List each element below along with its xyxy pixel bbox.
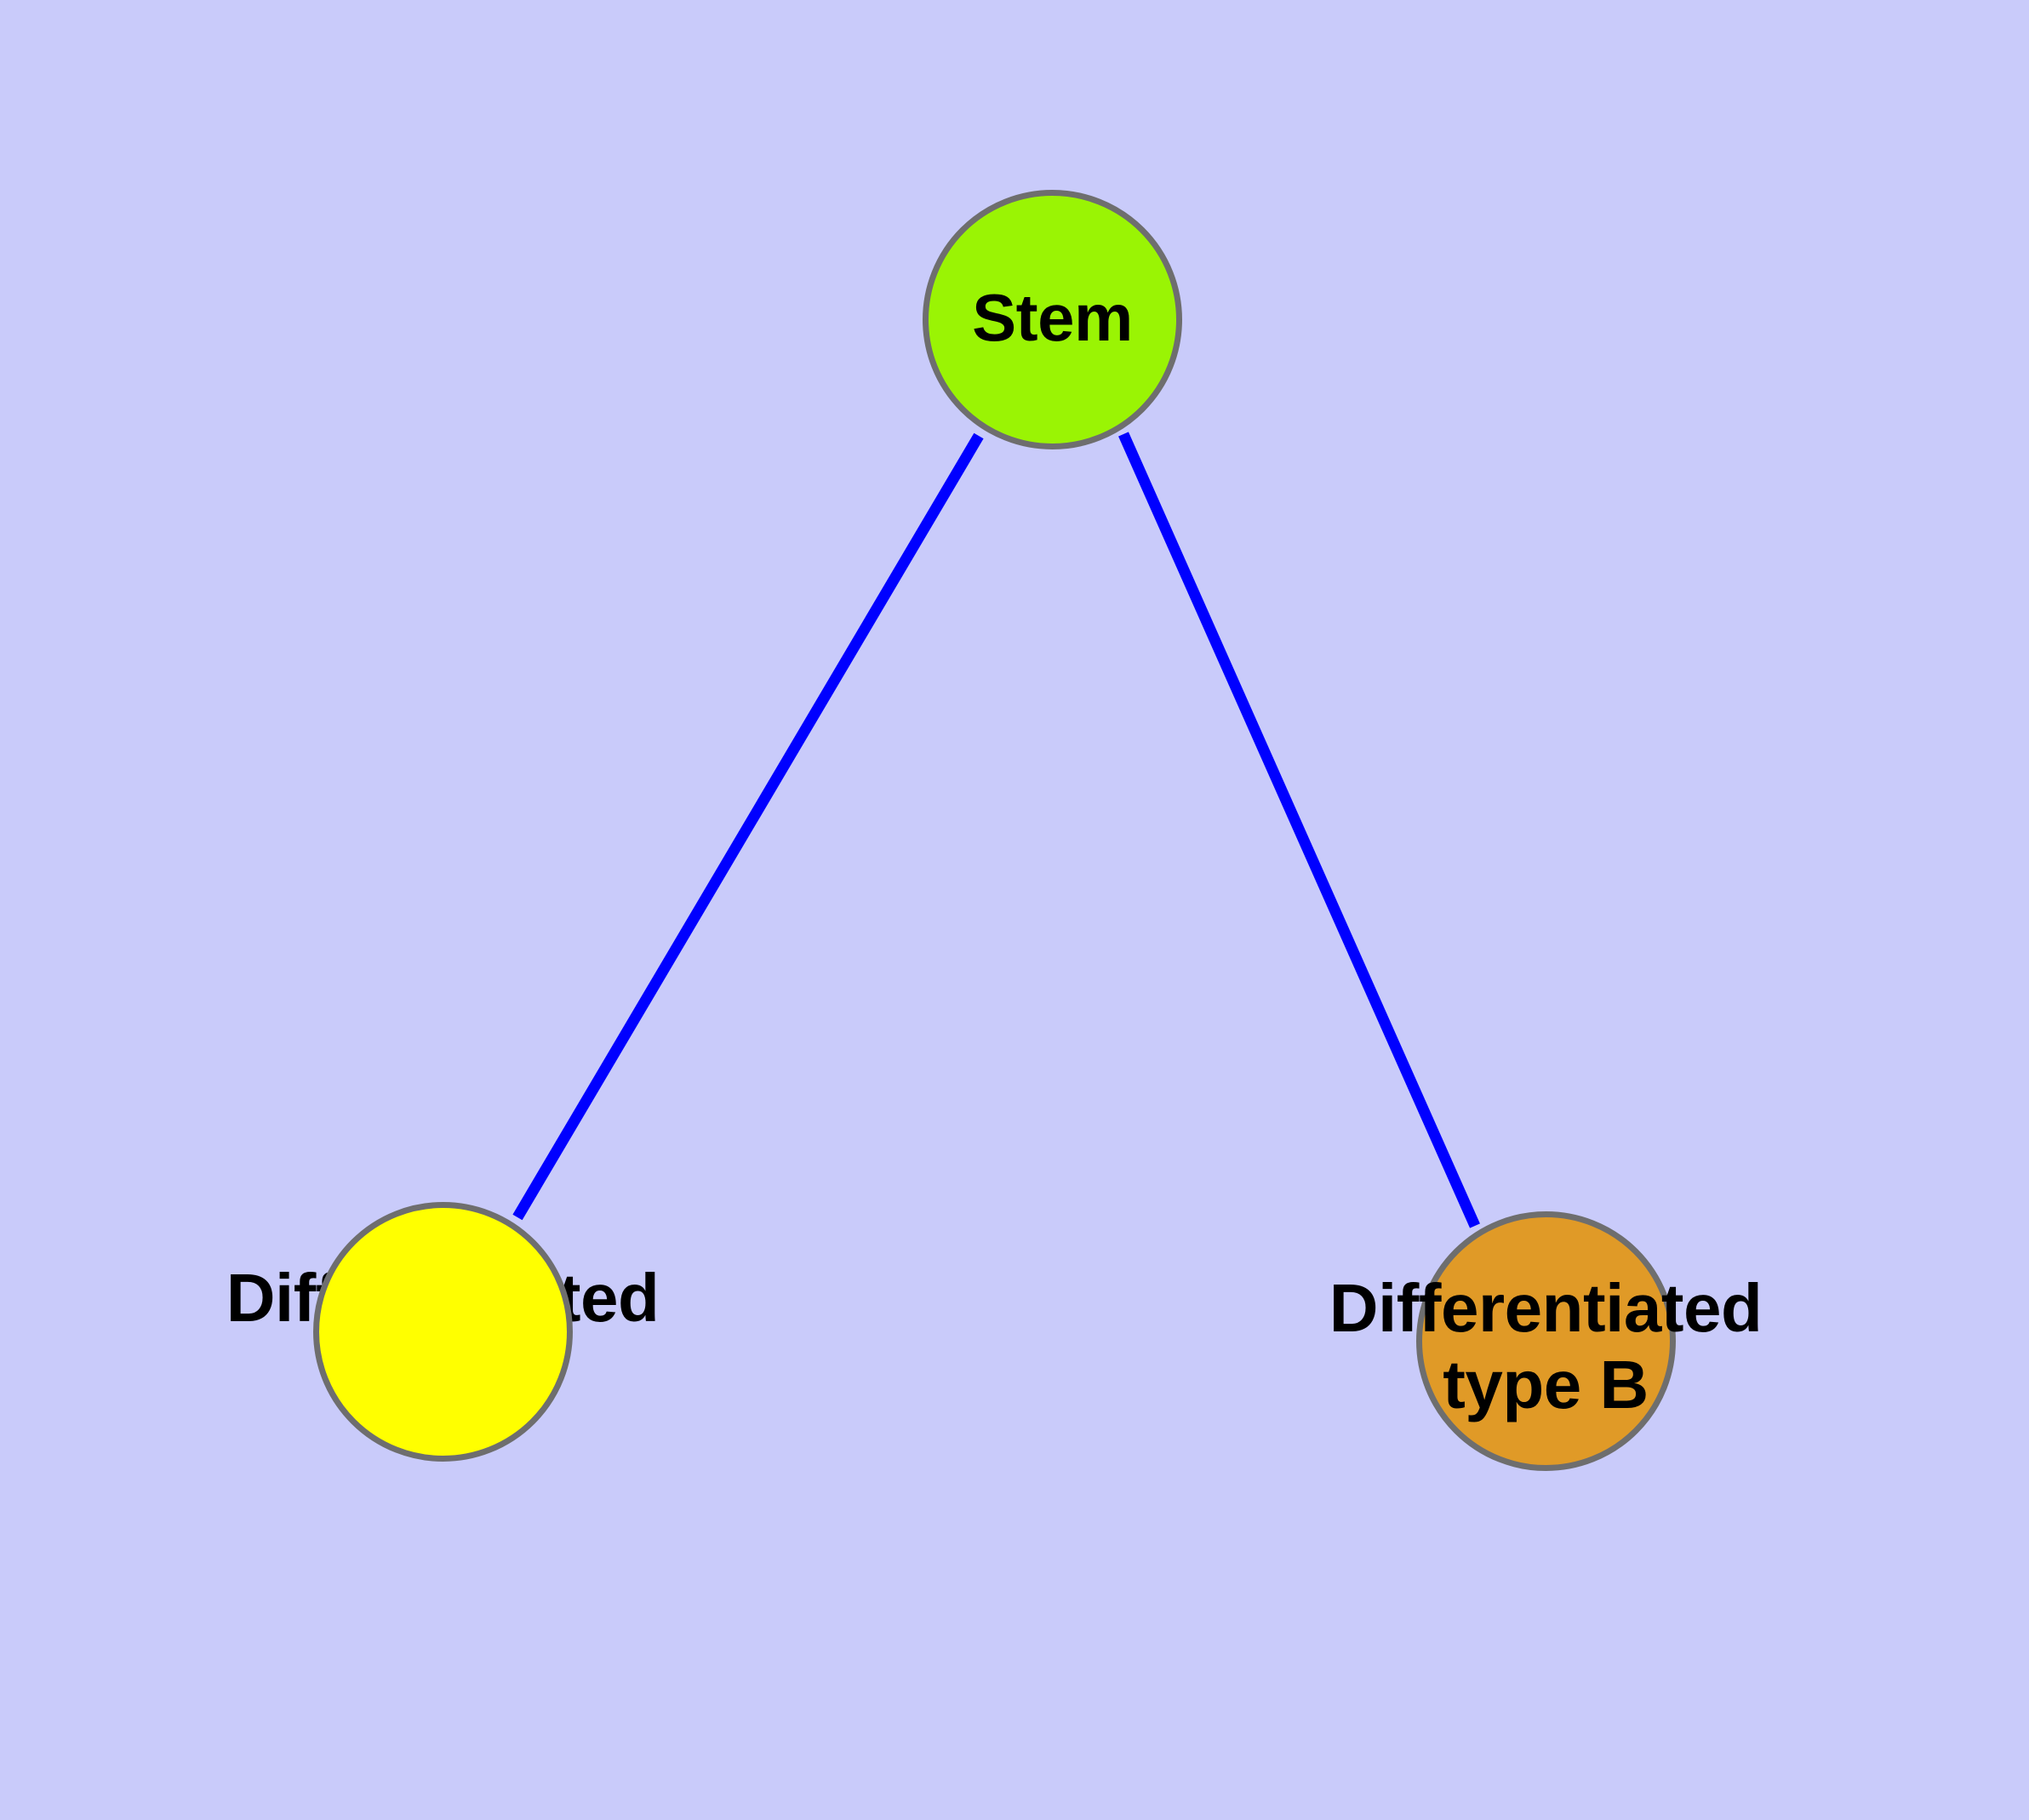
node-label-differentiated-type-b: Differentiated type B [1205, 1270, 1886, 1422]
node-label-line: Differentiated [1329, 1270, 1763, 1346]
node-label-line: type B [1443, 1346, 1649, 1422]
node-label-stem: Stem [923, 280, 1182, 355]
edge-stem-to-differentiated-type-a[interactable] [512, 432, 984, 1221]
node-differentiated-type-a[interactable] [313, 1202, 573, 1462]
node-label-line: Stem [972, 280, 1133, 355]
node-differentiated-type-b[interactable] [1416, 1211, 1676, 1471]
node-stem[interactable] [923, 190, 1182, 449]
edge-stem-to-differentiated-type-b[interactable] [1118, 432, 1480, 1228]
